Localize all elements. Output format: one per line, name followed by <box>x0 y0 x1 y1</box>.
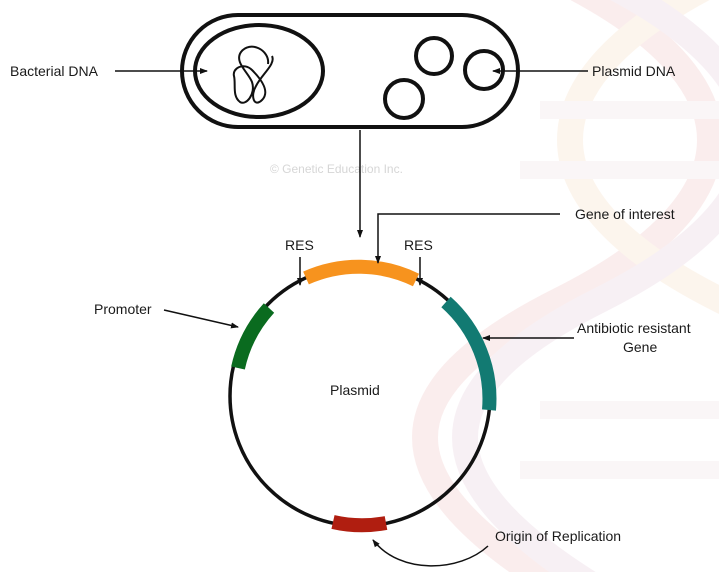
arrow-gene-of-interest <box>375 213 560 264</box>
label-origin-of-replication: Origin of Replication <box>495 528 621 544</box>
segment-promoter <box>231 303 275 370</box>
label-plasmid-dna: Plasmid DNA <box>592 63 676 79</box>
cell-membrane <box>180 13 520 129</box>
segment-gene-of-interest <box>303 259 420 287</box>
bacterium-cell <box>180 13 520 129</box>
plasmid-circle-2 <box>463 49 505 91</box>
plasmid-circle-3 <box>383 78 425 120</box>
segment-origin-of-replication <box>331 515 388 533</box>
label-bacterial-dna: Bacterial DNA <box>10 63 99 79</box>
bacterial-dna-coil <box>232 45 274 104</box>
arrow-origin <box>372 539 489 567</box>
label-res-right: RES <box>404 237 433 253</box>
dna-helix-watermark <box>412 0 719 572</box>
label-antibiotic-line1: Antibiotic resistant <box>577 320 691 336</box>
label-res-left: RES <box>285 237 314 253</box>
plasmid-circle-1 <box>414 36 454 76</box>
arrow-promoter <box>163 309 239 329</box>
watermark-text: © Genetic Education Inc. <box>270 162 403 176</box>
label-promoter: Promoter <box>94 301 152 317</box>
plasmid-center-label: Plasmid <box>330 382 380 398</box>
label-antibiotic-line2: Gene <box>623 339 657 355</box>
segment-antibiotic-resistance <box>441 296 497 411</box>
label-gene-of-interest: Gene of interest <box>575 206 675 222</box>
